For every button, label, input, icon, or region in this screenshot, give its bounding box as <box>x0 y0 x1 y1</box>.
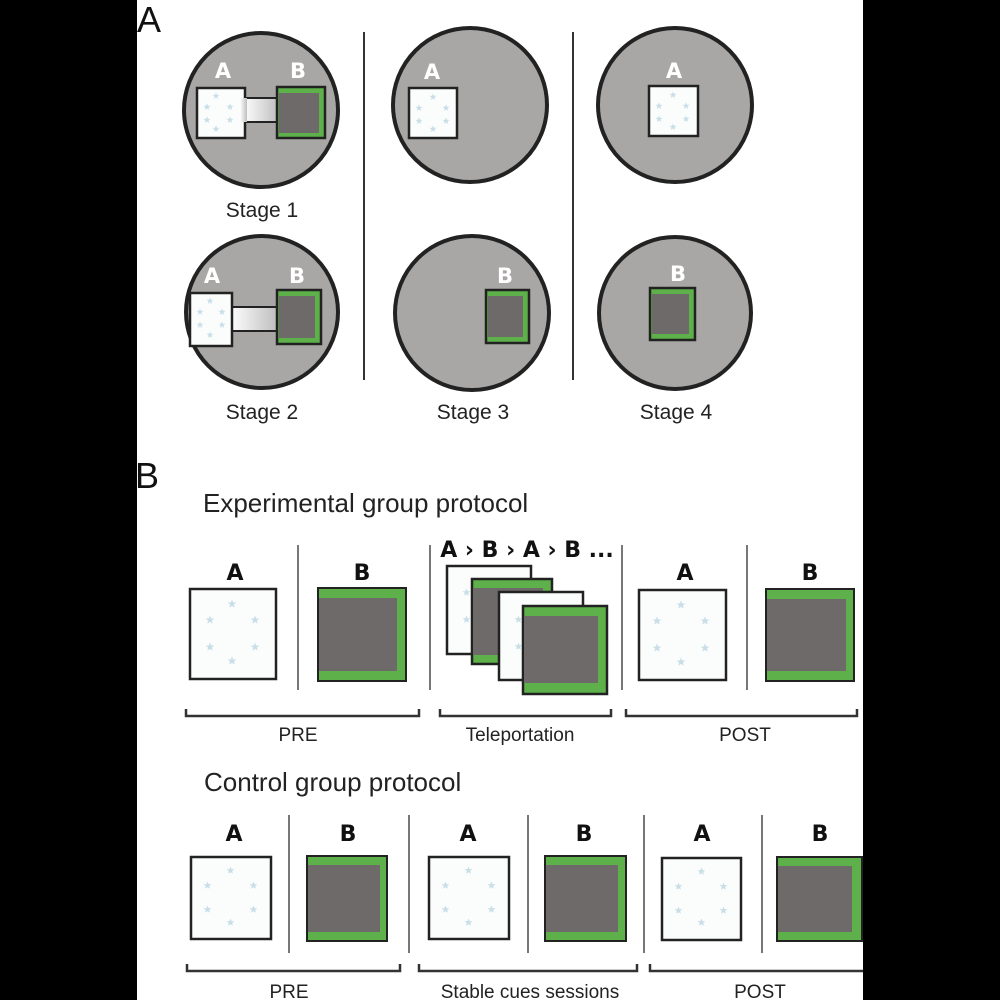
box-b <box>544 855 627 942</box>
box-b <box>317 587 407 682</box>
arena-label-a: A <box>215 59 232 83</box>
arena-label-a: A <box>424 60 441 84</box>
stage-4-arena-a: A <box>596 26 754 184</box>
bracket-stable-cues <box>417 964 639 973</box>
arena-label-a: A <box>666 59 683 83</box>
control-title: Control group protocol <box>204 767 461 797</box>
sequence-label: A › B › A › B ... <box>440 538 613 563</box>
arena-label-a: A <box>204 264 221 288</box>
phase-label-teleportation: Teleportation <box>466 725 575 746</box>
corridor <box>229 306 279 332</box>
bracket-pre <box>185 964 402 973</box>
bracket-post <box>624 709 859 718</box>
experimental-title: Experimental group protocol <box>203 488 528 518</box>
box-label-a: A <box>676 561 693 586</box>
arena-label-b: B <box>289 264 305 288</box>
teleport-stack <box>445 564 609 696</box>
box-label-a: A <box>459 822 476 847</box>
figure-svg: A A B Stage 1 A B Stage 2 A <box>137 0 863 1000</box>
arena-circle <box>393 234 551 392</box>
box-b <box>306 855 388 942</box>
arena-label-b: B <box>497 264 513 288</box>
box-a <box>660 856 743 942</box>
arena-circle <box>391 26 549 184</box>
phase-label-post: POST <box>719 725 771 746</box>
stage-4-label: Stage 4 <box>640 401 713 424</box>
box-label-b: B <box>802 561 819 586</box>
bracket-teleportation <box>438 709 613 718</box>
box-a <box>195 86 247 140</box>
bracket-post <box>648 964 863 973</box>
box-a <box>189 855 273 941</box>
box-b <box>776 856 863 942</box>
panel-a-letter: A <box>137 0 161 40</box>
box-a <box>427 855 511 941</box>
stage-2-arena: A B <box>184 234 340 390</box>
box-label-b: B <box>812 822 829 847</box>
box-a <box>637 588 728 682</box>
box-label-a: A <box>226 561 243 586</box>
stage-3-arena-b: B <box>393 234 551 392</box>
stage-4-arena-b: B <box>597 235 753 391</box>
box-label-a: A <box>693 822 710 847</box>
stage-3-arena-a: A <box>391 26 549 184</box>
box-label-b: B <box>354 561 371 586</box>
panel-b-letter: B <box>137 455 159 496</box>
stage-3-label: Stage 3 <box>437 401 509 424</box>
stage-1-label: Stage 1 <box>226 199 298 222</box>
figure-panel: A A B Stage 1 A B Stage 2 A <box>137 0 863 1000</box>
box-a <box>188 587 278 681</box>
phase-label-pre: PRE <box>278 725 317 746</box>
corridor <box>242 97 280 123</box>
box-b <box>765 588 855 682</box>
arena-label-b: B <box>670 262 686 286</box>
stage-1-arena: A B <box>182 31 340 189</box>
phase-label-stable-cues: Stable cues sessions <box>441 982 620 1000</box>
box-label-b: B <box>576 822 593 847</box>
box-label-b: B <box>340 822 357 847</box>
phase-label-pre: PRE <box>269 982 308 1000</box>
stage-2-label: Stage 2 <box>226 401 298 424</box>
bracket-pre <box>184 709 421 718</box>
box-label-a: A <box>225 822 242 847</box>
arena-label-b: B <box>290 59 306 83</box>
phase-label-post: POST <box>734 982 786 1000</box>
